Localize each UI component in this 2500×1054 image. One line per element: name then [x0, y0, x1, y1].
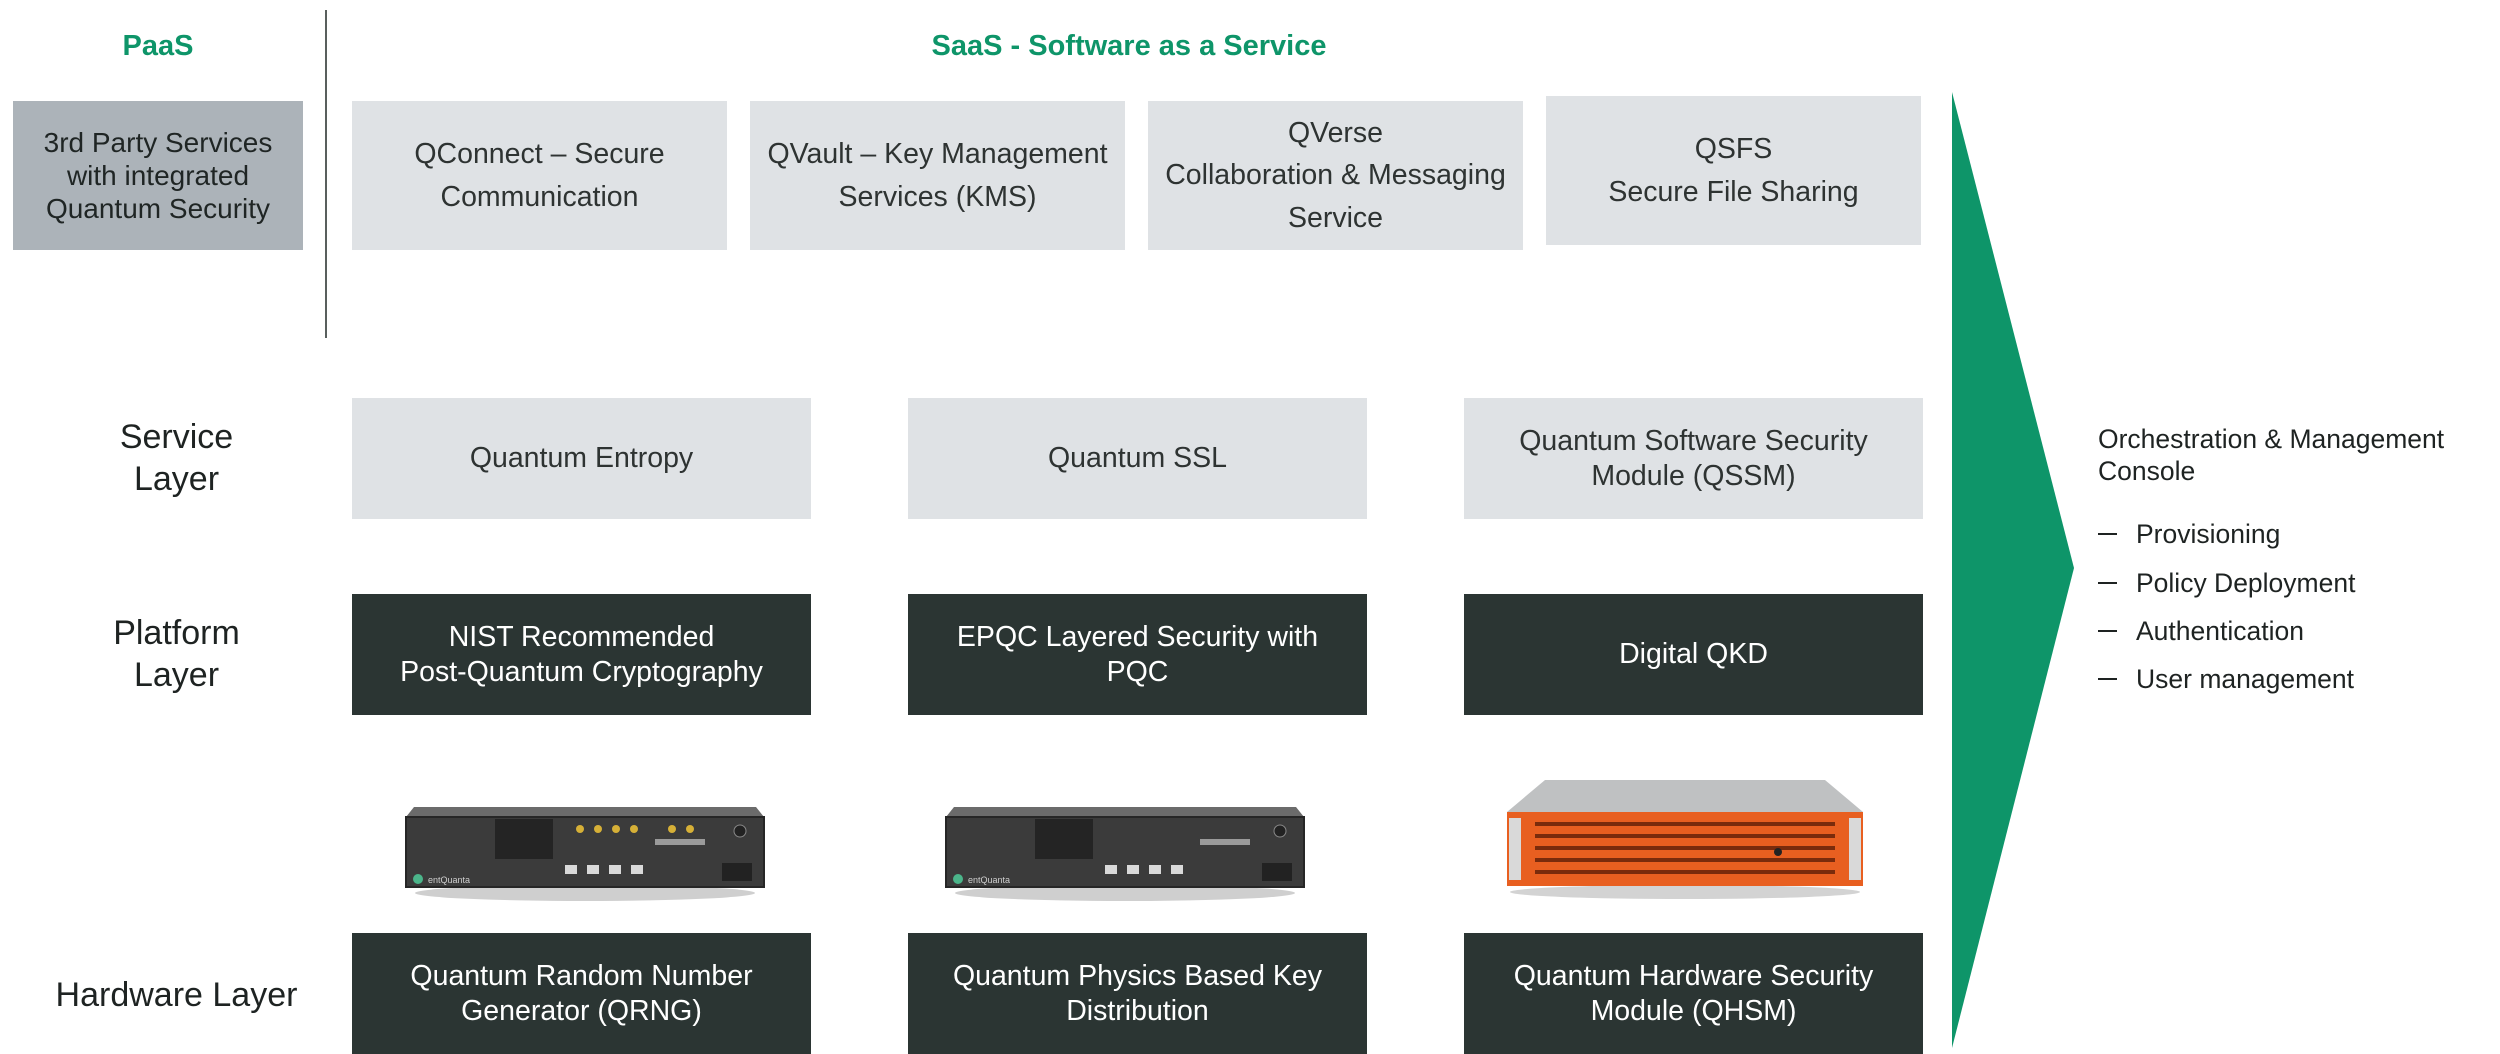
- service-box-line: Quantum Software Security: [1519, 425, 1868, 458]
- dash-bullet-icon: [2098, 533, 2117, 535]
- orchestration-item-label: Policy Deployment: [2136, 567, 2356, 598]
- epqc-box: EPQC Layered Security with PQC: [908, 594, 1367, 715]
- dash-bullet-icon: [2098, 678, 2117, 680]
- platform-box-line: PQC: [1106, 655, 1169, 688]
- hardware-box-line: Quantum Hardware Security: [1513, 959, 1874, 992]
- hardware-box-line: Generator (QRNG): [461, 994, 702, 1027]
- orchestration-item-label: Provisioning: [2136, 518, 2281, 549]
- service-box-line: Quantum SSL: [1047, 442, 1227, 475]
- qverse-line: Collaboration & Messaging: [1165, 159, 1506, 192]
- qsfs-line: QSFS: [1694, 133, 1773, 166]
- platform-box-line: NIST Recommended: [448, 620, 715, 653]
- paas-saas-divider: [325, 10, 327, 338]
- platform-box-line: EPQC Layered Security with: [956, 620, 1319, 653]
- paas-box-line: Quantum Security: [45, 193, 271, 225]
- qconnect-box: QConnect – Secure Communication: [352, 101, 727, 250]
- qsfs-line: Secure File Sharing: [1608, 175, 1859, 208]
- device-badge: entQuanta: [428, 875, 470, 885]
- orchestration-title: Orchestration & Management Console: [2098, 424, 2493, 488]
- qhsm-device-image: [1507, 780, 1863, 899]
- qconnect-line: Communication: [440, 180, 639, 213]
- paas-box-line: 3rd Party Services: [43, 126, 273, 158]
- orchestration-item-label: User management: [2136, 663, 2354, 694]
- paas-box-line: with integrated: [66, 159, 250, 191]
- quantum-ssl-box: Quantum SSL: [908, 398, 1367, 519]
- device-badge: entQuanta: [968, 875, 1010, 885]
- orchestration-item-label: Authentication: [2136, 615, 2304, 646]
- qverse-line: Service: [1287, 201, 1384, 234]
- digital-qkd-box: Digital QKD: [1464, 594, 1923, 715]
- hardware-layer-label: Hardware Layer: [55, 976, 298, 1014]
- qhsm-box: Quantum Hardware Security Module (QHSM): [1464, 933, 1923, 1054]
- qssm-box: Quantum Software Security Module (QSSM): [1464, 398, 1923, 519]
- platform-box-line: Digital QKD: [1619, 638, 1768, 671]
- hardware-box-line: Quantum Physics Based Key: [952, 959, 1323, 992]
- service-layer-label: Service Layer: [40, 398, 313, 519]
- dash-bullet-icon: [2098, 582, 2117, 584]
- orchestration-title-line: Console: [2098, 455, 2196, 486]
- service-box-line: Module (QSSM): [1591, 459, 1796, 492]
- saas-header: SaaS - Software as a Service: [931, 30, 1327, 62]
- paas-header: PaaS: [122, 30, 194, 62]
- platform-layer-label: Platform Layer: [40, 594, 313, 715]
- qrng-box: Quantum Random Number Generator (QRNG): [352, 933, 811, 1054]
- service-layer-line: Service: [119, 418, 234, 457]
- third-party-services-box: 3rd Party Services with integrated Quant…: [13, 101, 303, 250]
- qconnect-line: QConnect – Secure: [414, 138, 665, 171]
- platform-layer-line: Platform: [113, 614, 240, 653]
- dash-bullet-icon: [2098, 630, 2117, 632]
- platform-box-line: Post-Quantum Cryptography: [400, 655, 763, 688]
- qrng-device-image: entQuanta: [405, 807, 765, 901]
- orchestration-item: User management: [2098, 662, 2354, 696]
- hardware-box-line: Module (QHSM): [1590, 994, 1797, 1027]
- qvault-box: QVault – Key Management Services (KMS): [750, 101, 1125, 250]
- hardware-box-line: Distribution: [1066, 994, 1209, 1027]
- service-layer-line: Layer: [133, 459, 220, 498]
- hardware-box-line: Quantum Random Number: [410, 959, 753, 992]
- orchestration-item: Policy Deployment: [2098, 566, 2355, 600]
- service-box-line: Quantum Entropy: [469, 442, 694, 475]
- qvault-line: Services (KMS): [838, 180, 1037, 213]
- orchestration-item: Provisioning: [2098, 517, 2280, 551]
- qkd-device-image: entQuanta: [945, 807, 1305, 901]
- qpkd-box: Quantum Physics Based Key Distribution: [908, 933, 1367, 1054]
- nist-pqc-box: NIST Recommended Post-Quantum Cryptograp…: [352, 594, 811, 715]
- qverse-box: QVerse Collaboration & Messaging Service: [1148, 101, 1523, 250]
- platform-layer-line: Layer: [133, 655, 220, 694]
- quantum-entropy-box: Quantum Entropy: [352, 398, 811, 519]
- qsfs-box: QSFS Secure File Sharing: [1546, 96, 1921, 245]
- orchestration-arrow: [1952, 92, 2074, 1048]
- orchestration-item: Authentication: [2098, 614, 2304, 648]
- qverse-line: QVerse: [1287, 117, 1384, 150]
- qvault-line: QVault – Key Management: [767, 138, 1108, 171]
- orchestration-title-line: Orchestration & Management: [2098, 424, 2445, 454]
